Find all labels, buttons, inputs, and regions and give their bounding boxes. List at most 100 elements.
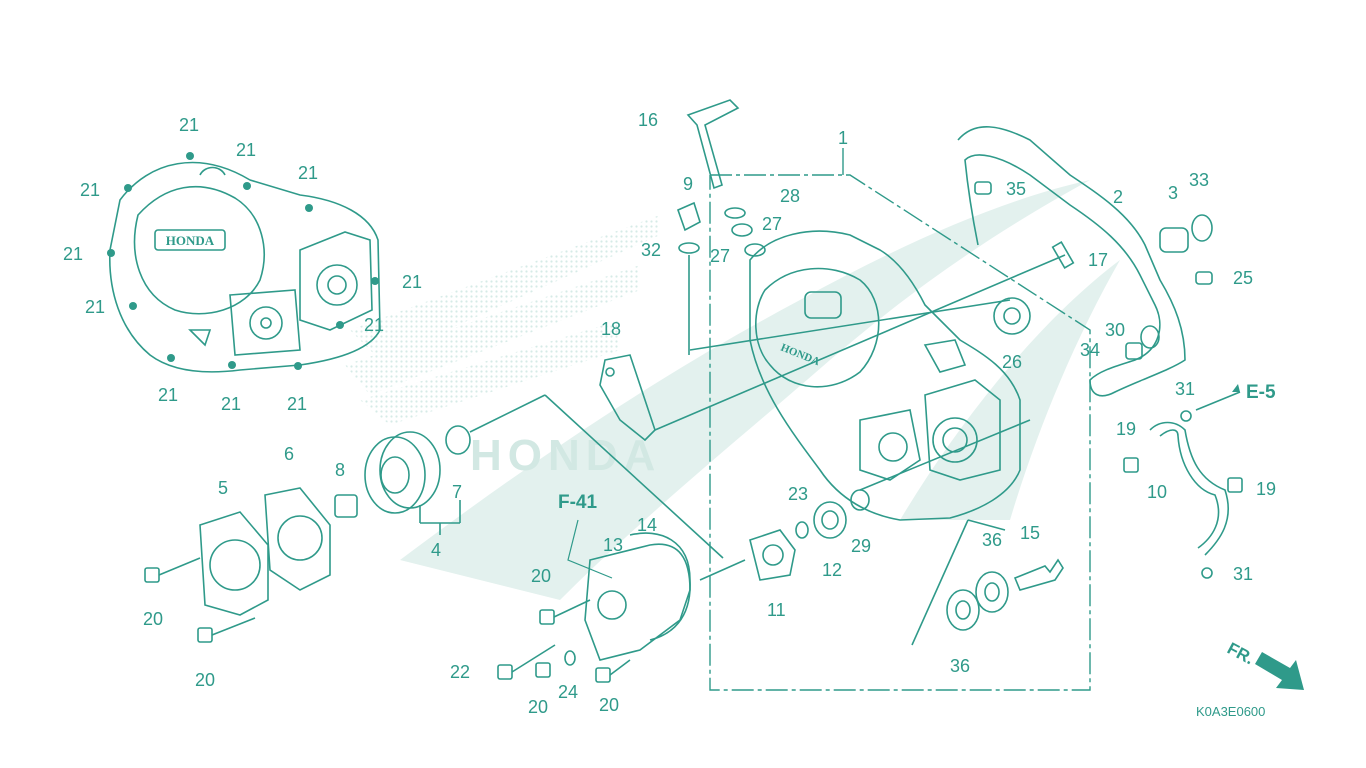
callout-21: 21 (80, 180, 100, 200)
callout-6: 6 (284, 444, 294, 464)
callout-19: 19 (1116, 419, 1136, 439)
brand-watermark: HONDA (345, 180, 1120, 600)
callout-27: 27 (762, 214, 782, 234)
oil-filter-assembly (199, 394, 724, 616)
callout-26: 26 (1002, 352, 1022, 372)
pin-25 (1195, 271, 1213, 285)
callout-4: 4 (431, 540, 441, 560)
outer-cover (109, 161, 381, 373)
filter-spring-8 (334, 494, 358, 518)
ref-f41: F-41 (558, 492, 598, 513)
callout-1: 1 (838, 128, 848, 148)
callout-21: 21 (85, 297, 105, 317)
watermark-wing-lower (360, 320, 620, 425)
callout-21: 21 (287, 394, 307, 414)
callout-34: 34 (1080, 340, 1100, 360)
callout-21: 21 (364, 315, 384, 335)
bolt-20a (144, 567, 160, 583)
callout-20: 20 (143, 609, 163, 629)
callout-15: 15 (1020, 523, 1040, 543)
bearing-36b (946, 589, 980, 631)
right-side-parts (974, 181, 1243, 579)
bracket-18 (599, 354, 656, 442)
oring-30 (1140, 325, 1160, 349)
callout-22: 22 (450, 662, 470, 682)
ref-e5: E-5 (1246, 382, 1276, 403)
callout-31: 31 (1233, 564, 1253, 584)
oil-pipe-10 (1149, 421, 1230, 556)
collar-3 (1159, 227, 1189, 253)
callout-9: 9 (683, 174, 693, 194)
washer-23 (795, 521, 809, 539)
callout-19: 19 (1256, 479, 1276, 499)
bolt-20e (595, 667, 611, 683)
callout-20: 20 (531, 566, 551, 586)
callout-21: 21 (221, 394, 241, 414)
oil-filter-element-4 (364, 436, 426, 514)
dowel-27a (731, 223, 753, 237)
assembly-outline (709, 148, 1091, 691)
callout-8: 8 (335, 460, 345, 480)
callout-labels: 21 21 21 21 21 21 21 21 21 21 21 21 16 9… (63, 110, 1276, 717)
oring-32 (678, 242, 700, 254)
shaft-15 (1013, 558, 1064, 591)
dowel-27b (744, 243, 766, 257)
upper-parts (599, 99, 1075, 442)
callout-7: 7 (452, 482, 462, 502)
callout-23: 23 (788, 484, 808, 504)
cover-bolt-markers (107, 152, 379, 370)
callout-11: 11 (767, 600, 786, 620)
callout-14: 14 (637, 515, 657, 535)
callout-20: 20 (195, 670, 215, 690)
fasteners (144, 557, 631, 683)
watermark-swoosh-2 (900, 260, 1120, 520)
washer-31a (1180, 410, 1192, 422)
callout-21: 21 (298, 163, 318, 183)
impeller-11 (749, 529, 796, 581)
watermark-wing-mid (345, 265, 640, 395)
cover-gasket (957, 126, 1186, 397)
washer-24 (564, 650, 576, 666)
e5-arrow (1232, 384, 1240, 392)
callout-25: 25 (1233, 268, 1253, 288)
bearing-26 (993, 297, 1031, 335)
oil-filler-cap-9 (676, 201, 701, 232)
wire-guide-16 (686, 99, 740, 190)
filter-gasket-6 (264, 487, 331, 591)
callout-5: 5 (218, 478, 228, 498)
bolt-20b (197, 627, 213, 643)
callout-35: 35 (1006, 179, 1026, 199)
callout-20: 20 (528, 697, 548, 717)
callout-10: 10 (1147, 482, 1167, 502)
bolt-22 (497, 664, 513, 680)
callout-28: 28 (780, 186, 800, 206)
callout-29: 29 (851, 536, 871, 556)
lower-right-parts (911, 519, 1064, 646)
crankcase-cover (749, 230, 1021, 521)
catalog-code: K0A3E0600 (1196, 704, 1265, 719)
mechanical-seal-12 (813, 501, 847, 539)
f41-leader (567, 519, 613, 579)
callout-16: 16 (638, 110, 658, 130)
callout-21: 21 (236, 140, 256, 160)
callout-20: 20 (599, 695, 619, 715)
front-direction-marker: FR. (1224, 639, 1304, 690)
callout-17: 17 (1088, 250, 1108, 270)
callout-24: 24 (558, 682, 578, 702)
filter-cover-5 (199, 511, 269, 616)
watermark-wing-upper (350, 215, 660, 360)
washer-31b (1201, 567, 1213, 579)
filter-oring-7 (445, 425, 471, 455)
bolt-20d (535, 662, 551, 678)
callout-12: 12 (822, 560, 842, 580)
water-pump-assembly (584, 419, 1031, 661)
callout-27: 27 (710, 246, 730, 266)
callout-32: 32 (641, 240, 661, 260)
dowel-34 (1125, 342, 1143, 360)
pump-oring-14 (629, 532, 691, 641)
callout-21: 21 (158, 385, 178, 405)
front-direction-label: FR. (1224, 639, 1257, 669)
cover-logo-text: HONDA (166, 233, 215, 248)
callout-21: 21 (63, 244, 83, 264)
